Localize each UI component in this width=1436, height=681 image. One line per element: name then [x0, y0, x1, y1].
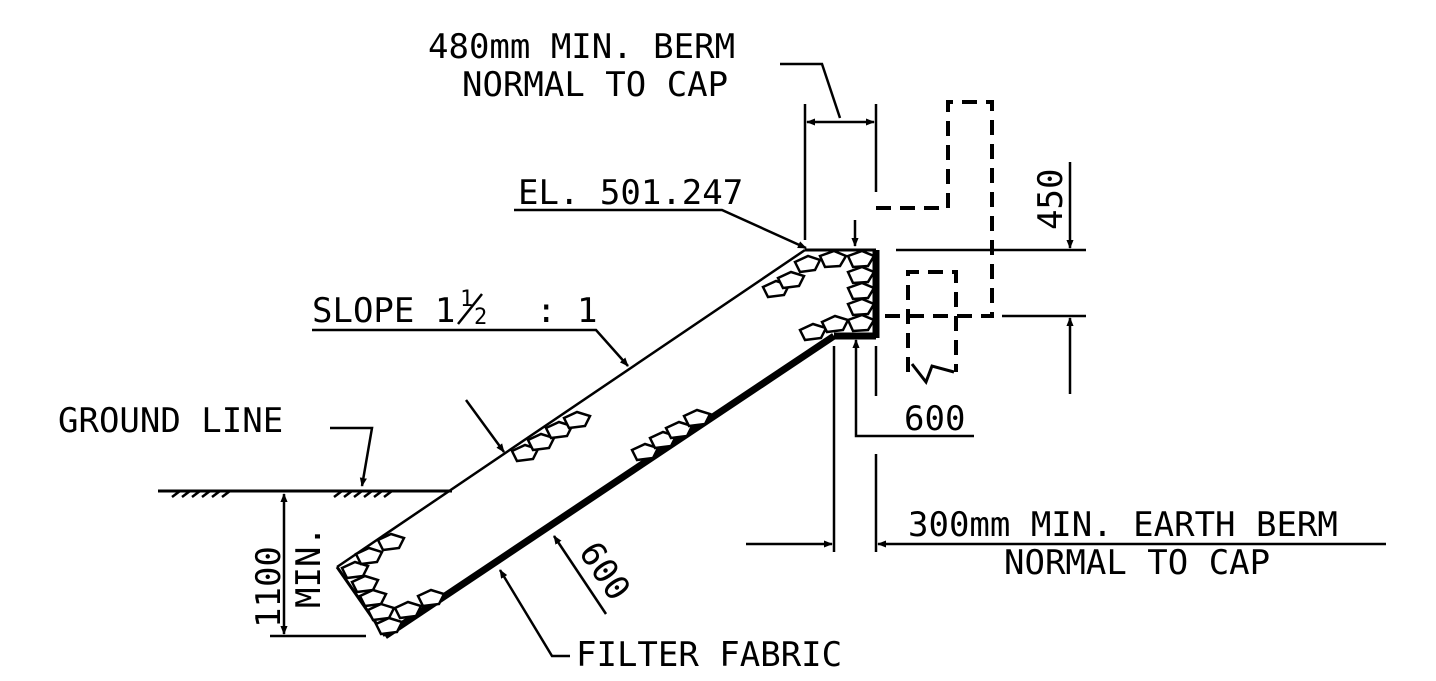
ground-line-leader	[330, 426, 374, 487]
elevation-label: EL. 501.247	[518, 173, 743, 213]
earth-berm-label-line1: 300mm MIN. EARTH BERM	[908, 505, 1338, 545]
slab-thickness-label: 600	[571, 535, 639, 608]
ground-line-label: GROUND LINE	[58, 401, 283, 441]
slope-label-prefix: SLOPE 1	[312, 291, 455, 331]
slope-label-suffix: : 1	[536, 291, 597, 331]
pier-cap-outline	[876, 100, 994, 372]
filter-fabric-label: FILTER FABRIC	[576, 635, 842, 675]
filter-fabric-leader	[498, 569, 570, 658]
dim-450-label: 450	[1031, 169, 1071, 230]
berm-top-label-line2: NORMAL TO CAP	[462, 65, 728, 105]
dim-min-label: MIN.	[289, 526, 329, 608]
dim-480-berm	[780, 62, 878, 240]
slope-frac-den: 2	[474, 305, 487, 330]
slab-thickness-arrow-bottom	[552, 535, 608, 615]
slab-top-edge	[336, 248, 806, 569]
dim-600-cap	[832, 339, 974, 552]
riprap-slab	[335, 248, 880, 639]
pile-break-symbol	[910, 363, 955, 386]
berm-top-label-line1: 480mm MIN. BERM	[428, 27, 735, 67]
slab-thickness-arrow-top	[464, 399, 506, 453]
slope-frac-bar	[457, 293, 483, 325]
dim-450	[896, 162, 1086, 394]
slope-label: SLOPE 1 1 2 : 1	[312, 287, 597, 331]
riprap-stones	[340, 249, 876, 636]
dim-600-cap-label: 600	[904, 399, 965, 439]
earth-berm-label-line2: NORMAL TO CAP	[1004, 543, 1270, 583]
filter-fabric-line	[383, 333, 836, 639]
slope-frac-num: 1	[460, 287, 473, 312]
dim-1100-label: 1100	[249, 546, 289, 628]
slope-callout	[312, 328, 629, 367]
ground-line	[158, 489, 452, 498]
dim-1100	[270, 493, 366, 638]
elevation-callout	[514, 208, 859, 250]
